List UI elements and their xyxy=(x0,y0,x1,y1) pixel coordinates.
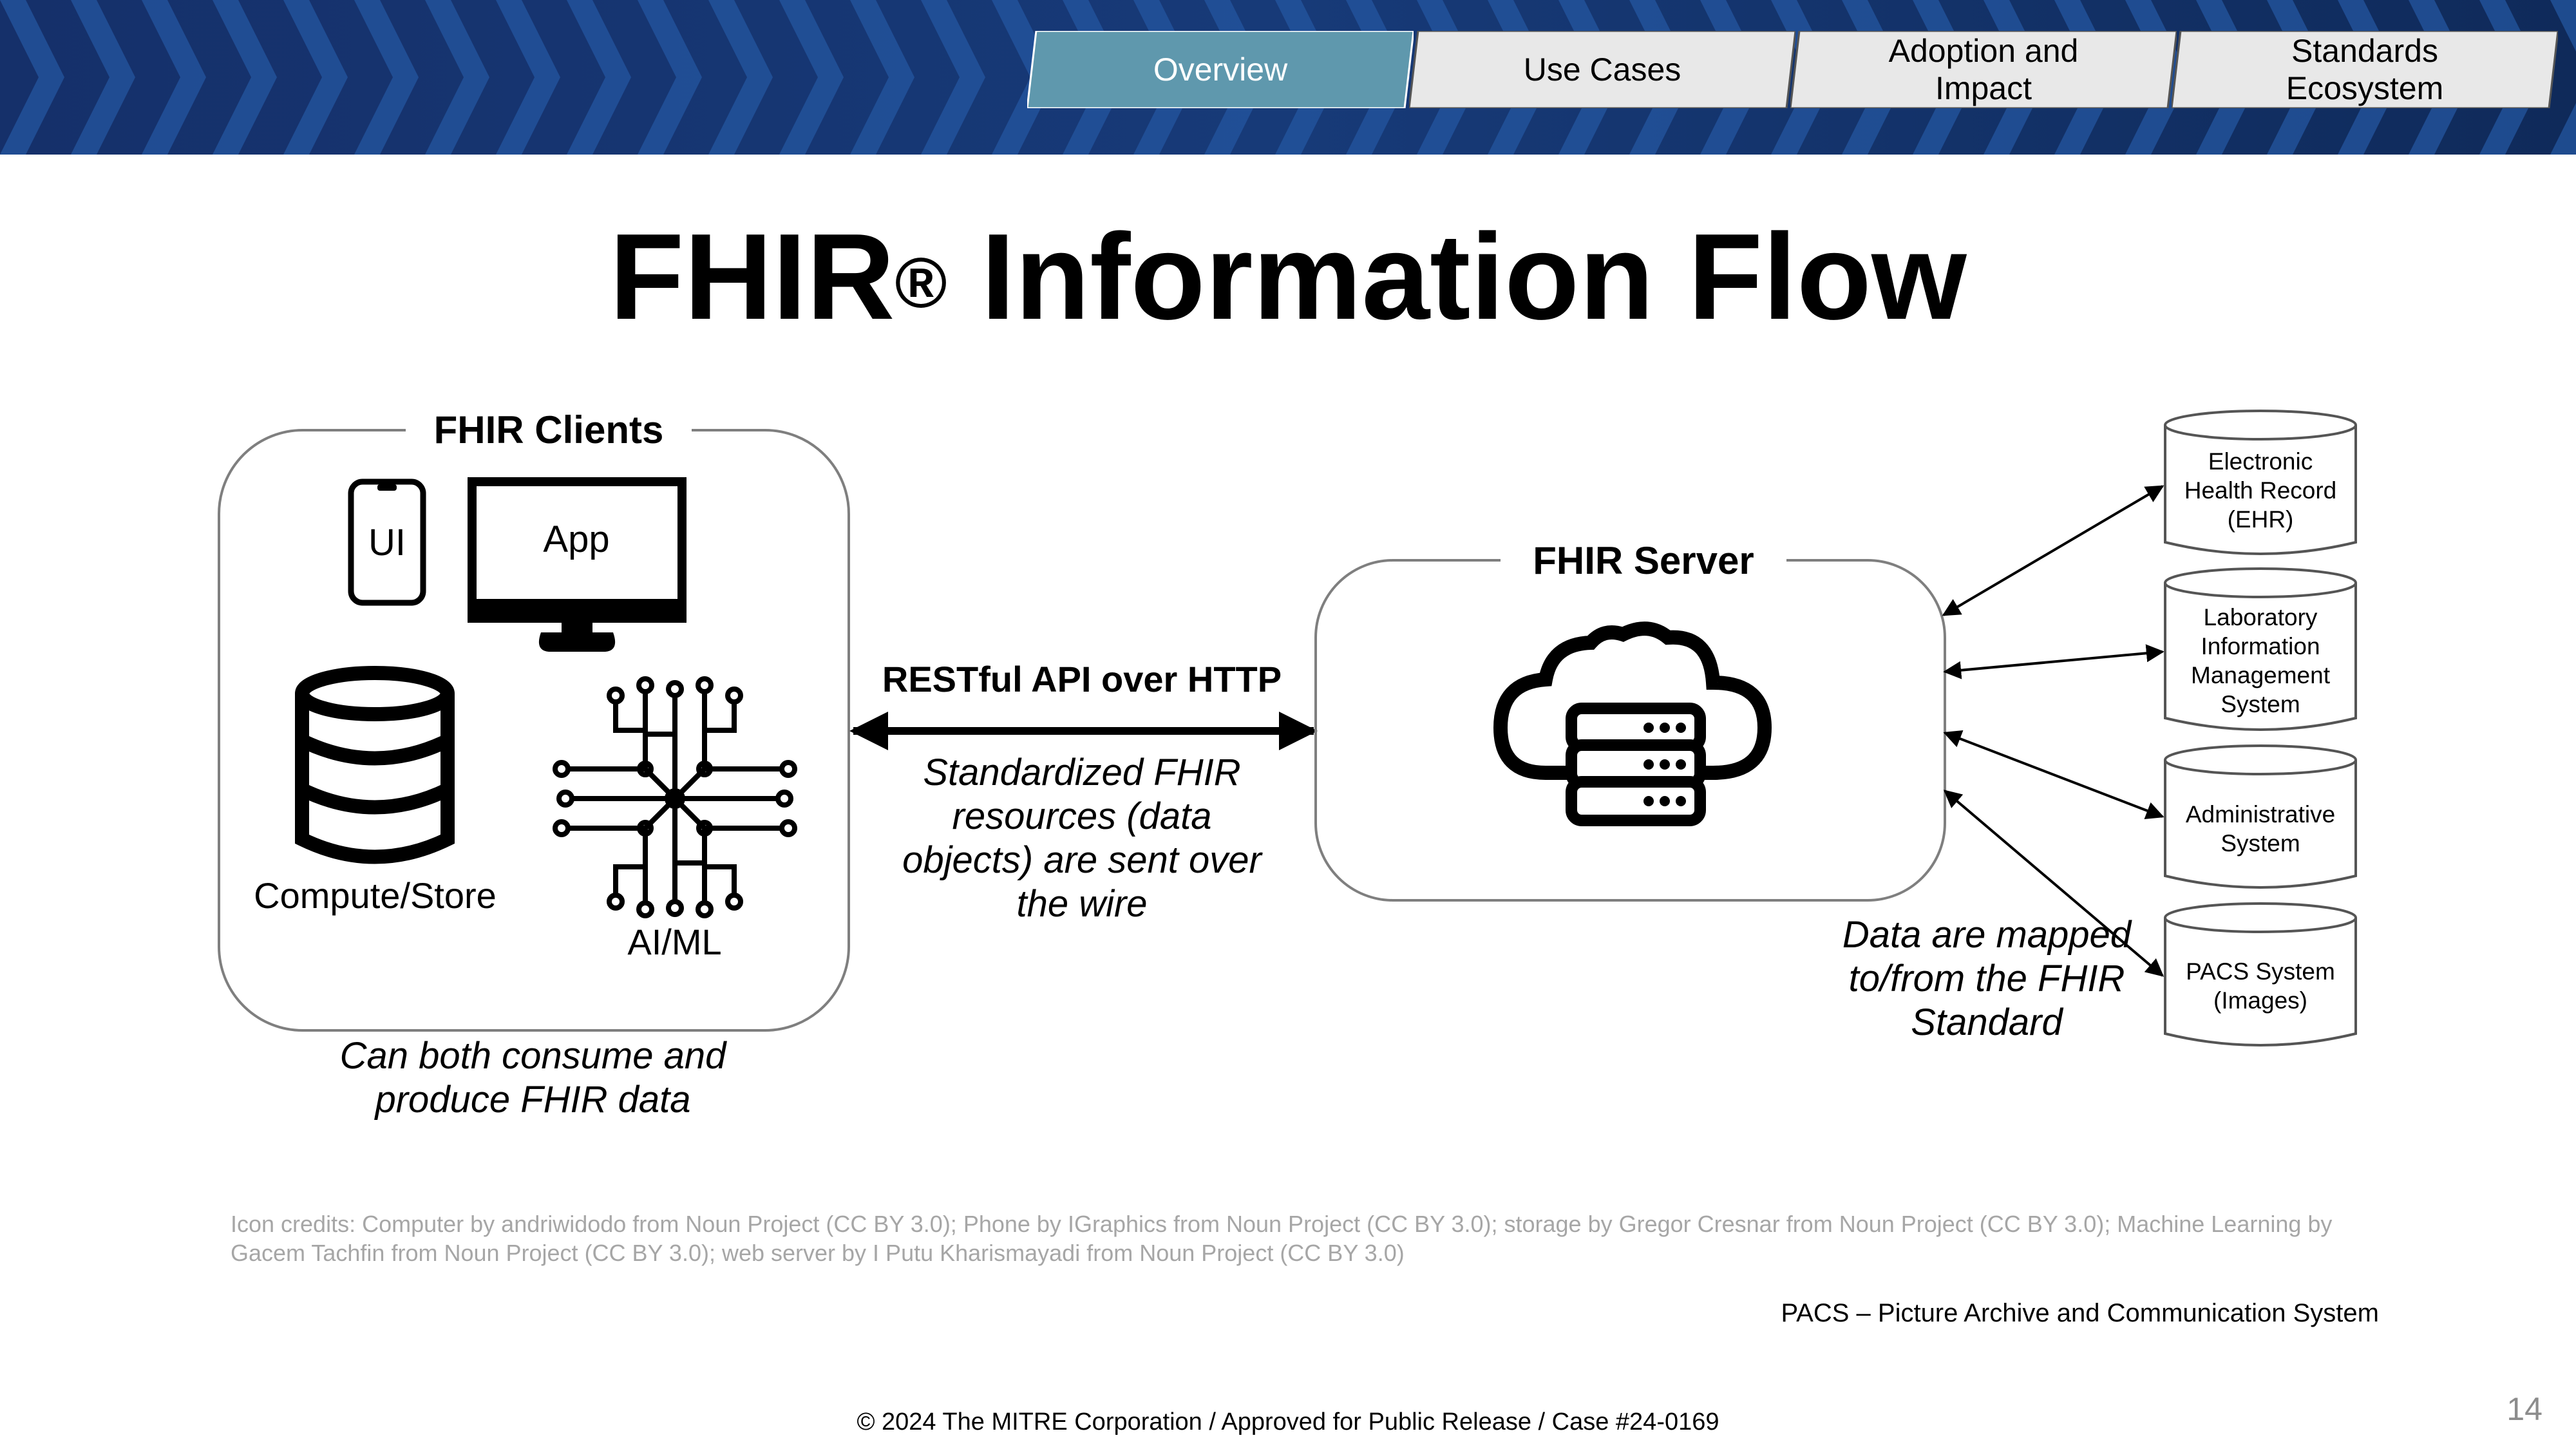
fhir-server-title: FHIR Server xyxy=(1501,538,1786,583)
ai-ml-label: AI/ML xyxy=(627,922,722,962)
banner-chevron xyxy=(567,0,631,155)
pacs-cylinder xyxy=(2164,902,2357,1046)
tab-adoption-impact-label: Adoption and Impact xyxy=(1888,33,2079,106)
banner-chevron xyxy=(354,0,419,155)
arrow-lims xyxy=(1943,644,2164,679)
admin-cylinder xyxy=(2164,744,2357,889)
banner-chevron xyxy=(0,0,64,155)
tab-overview-label: Overview xyxy=(1153,52,1288,88)
tab-standards-ecosystem-label: Standards Ecosystem xyxy=(2286,33,2444,106)
ehr-cylinder xyxy=(2164,410,2357,555)
api-caption: Standardized FHIR resources (data object… xyxy=(902,752,1262,925)
lims-cylinder xyxy=(2164,567,2357,731)
banner-chevron xyxy=(708,0,773,155)
restful-api-label: RESTful API over HTTP xyxy=(882,659,1282,699)
banner-chevron xyxy=(71,0,135,155)
banner-chevron xyxy=(2550,0,2576,155)
ehr-label: Electronic Health Record (EHR) xyxy=(2184,448,2337,533)
ai-ml-icon xyxy=(553,676,797,918)
tab-overview[interactable]: Overview xyxy=(1027,31,1414,108)
icon-credits: Icon credits: Computer by andriwidodo fr… xyxy=(231,1211,2333,1266)
tab-adoption-impact[interactable]: Adoption and Impact xyxy=(1790,31,2177,108)
banner-chevron xyxy=(921,0,985,155)
mapping-caption: Data are mapped to/from the FHIR Standar… xyxy=(1842,914,2132,1043)
banner-chevron xyxy=(142,0,206,155)
app-label: App xyxy=(543,518,610,560)
pacs-note: PACS – Picture Archive and Communication… xyxy=(1781,1299,2379,1327)
storage-icon xyxy=(295,666,455,864)
banner-chevron xyxy=(496,0,560,155)
arrow-pacs xyxy=(1943,790,2164,977)
page-title: FHIR® Information Flow xyxy=(609,209,1967,345)
tab-standards-ecosystem[interactable]: Standards Ecosystem xyxy=(2172,31,2558,108)
admin-label: Administrative System xyxy=(2185,801,2336,857)
banner-chevron xyxy=(425,0,489,155)
clients-caption: Can both consume and produce FHIR data xyxy=(339,1035,726,1121)
lims-label: Laboratory Information Management System xyxy=(2191,604,2330,717)
cloud-server-icon xyxy=(1493,621,1772,826)
fhir-clients-title: FHIR Clients xyxy=(406,408,692,453)
banner-chevron xyxy=(638,0,702,155)
pacs-label: PACS System (Images) xyxy=(2186,958,2335,1014)
banner-chevron xyxy=(779,0,844,155)
arrow-ehr xyxy=(1942,485,2164,616)
banner-chevron xyxy=(850,0,914,155)
compute-store-label: Compute/Store xyxy=(254,875,497,916)
computer-icon xyxy=(468,477,687,652)
copyright-footer: © 2024 The MITRE Corporation / Approved … xyxy=(857,1408,1719,1435)
arrow-admin xyxy=(1943,730,2164,820)
page-number: 14 xyxy=(2506,1391,2543,1427)
tab-use-cases[interactable]: Use Cases xyxy=(1409,31,1795,108)
phone-icon xyxy=(348,478,426,606)
banner-chevron xyxy=(283,0,348,155)
tab-use-cases-label: Use Cases xyxy=(1523,52,1681,88)
ui-label: UI xyxy=(368,522,406,564)
banner-chevron xyxy=(213,0,277,155)
